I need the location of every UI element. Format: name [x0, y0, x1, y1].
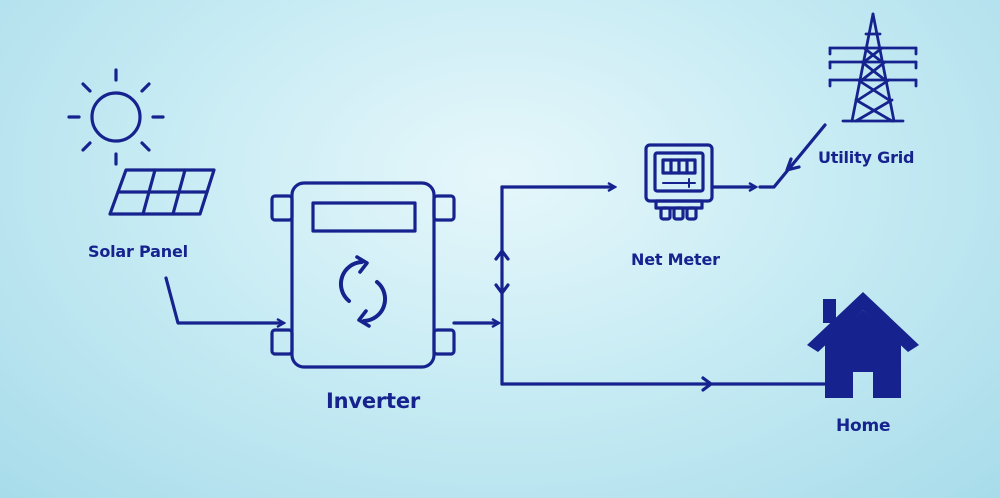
- home-arrow: [701, 376, 713, 392]
- utility-grid-label: Utility Grid: [818, 148, 915, 167]
- net-meter-icon: [644, 143, 714, 221]
- solar-panel-label: Solar Panel: [88, 242, 188, 261]
- sun-icon: [67, 68, 165, 166]
- bus-down-arrow: [494, 283, 510, 295]
- house-icon: [807, 292, 919, 398]
- inverter-icon: [270, 181, 456, 369]
- home-label: Home: [836, 416, 891, 436]
- inverter-label: Inverter: [326, 389, 421, 413]
- bus-up-arrow: [494, 249, 510, 261]
- grid-to-meter-line: [758, 123, 827, 189]
- net-meter-label: Net Meter: [631, 250, 720, 269]
- grid-feed-arrow: [785, 157, 801, 172]
- solar-to-inverter-line: [164, 276, 283, 323]
- solar-panel-icon: [108, 168, 216, 216]
- transmission-tower-icon: [828, 12, 918, 123]
